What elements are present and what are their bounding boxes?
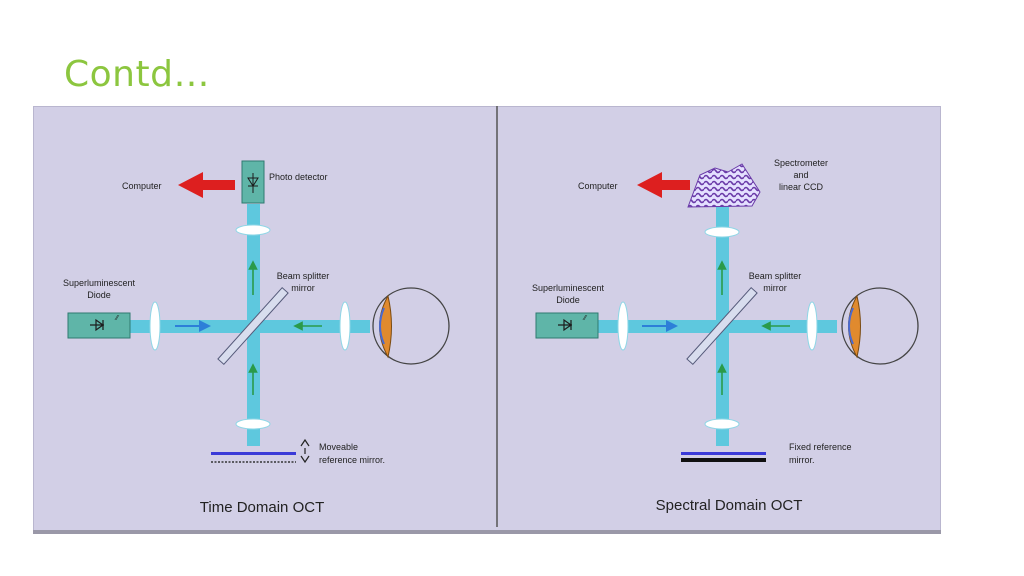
lens-icon — [704, 418, 740, 430]
splitter-label: mirror — [291, 283, 315, 293]
beam-splitter-icon — [217, 286, 289, 366]
mirror-label: Moveable — [319, 442, 358, 452]
source-label: Superluminescent — [532, 283, 605, 293]
beam-splitter-icon — [686, 286, 758, 366]
spectrometer-icon — [687, 163, 761, 208]
slide-title: Contd… — [64, 54, 210, 95]
detector-label: Photo detector — [269, 172, 328, 182]
lens-icon — [339, 301, 351, 351]
panel-caption: Spectral Domain OCT — [656, 497, 803, 514]
mirror-backing-icon — [681, 458, 766, 462]
mirror-label: mirror. — [789, 455, 815, 465]
svg-text:⁄⁄: ⁄⁄ — [582, 315, 588, 322]
source-label: Diode — [556, 295, 580, 305]
mirror-label: reference mirror. — [319, 455, 385, 465]
lens-icon — [806, 301, 818, 351]
horizontal-beam — [93, 320, 370, 333]
source-label: Superluminescent — [63, 278, 136, 288]
spectrometer-label: Spectrometer — [774, 158, 828, 168]
lens-icon — [235, 418, 271, 430]
time-domain-panel: ⁄⁄ Computer Photo detector Superluminesc… — [63, 160, 450, 516]
reference-mirror-icon — [681, 452, 766, 455]
diode-symbol-icon — [558, 318, 573, 332]
spectrometer-label: and — [793, 170, 808, 180]
mirror-label: Fixed reference — [789, 442, 852, 452]
svg-text:⁄⁄: ⁄⁄ — [114, 315, 120, 322]
spectrometer-label: linear CCD — [779, 182, 824, 192]
oct-figure — [33, 106, 941, 532]
detector-symbol-icon — [247, 173, 259, 193]
reference-mirror-icon — [211, 452, 296, 455]
move-arrow-icon — [300, 438, 310, 464]
computer-label: Computer — [578, 181, 618, 191]
splitter-label: mirror — [763, 283, 787, 293]
eye-icon — [841, 287, 919, 365]
lens-icon — [149, 301, 161, 351]
source-label: Diode — [87, 290, 111, 300]
computer-label: Computer — [122, 181, 162, 191]
horizontal-beam — [562, 320, 837, 333]
output-arrow-icon — [637, 172, 690, 198]
splitter-label: Beam splitter — [749, 271, 802, 281]
eye-icon — [372, 287, 450, 365]
lens-icon — [617, 301, 629, 351]
panel-caption: Time Domain OCT — [200, 499, 324, 516]
output-arrow-icon — [178, 172, 235, 198]
lens-icon — [704, 226, 740, 238]
diode-symbol-icon — [90, 318, 105, 332]
spectral-domain-panel: ⁄⁄ Computer Spectrometer and linear CCD … — [532, 158, 919, 514]
figure-bottom-edge — [33, 530, 941, 534]
splitter-label: Beam splitter — [277, 271, 330, 281]
lens-icon — [235, 224, 271, 236]
